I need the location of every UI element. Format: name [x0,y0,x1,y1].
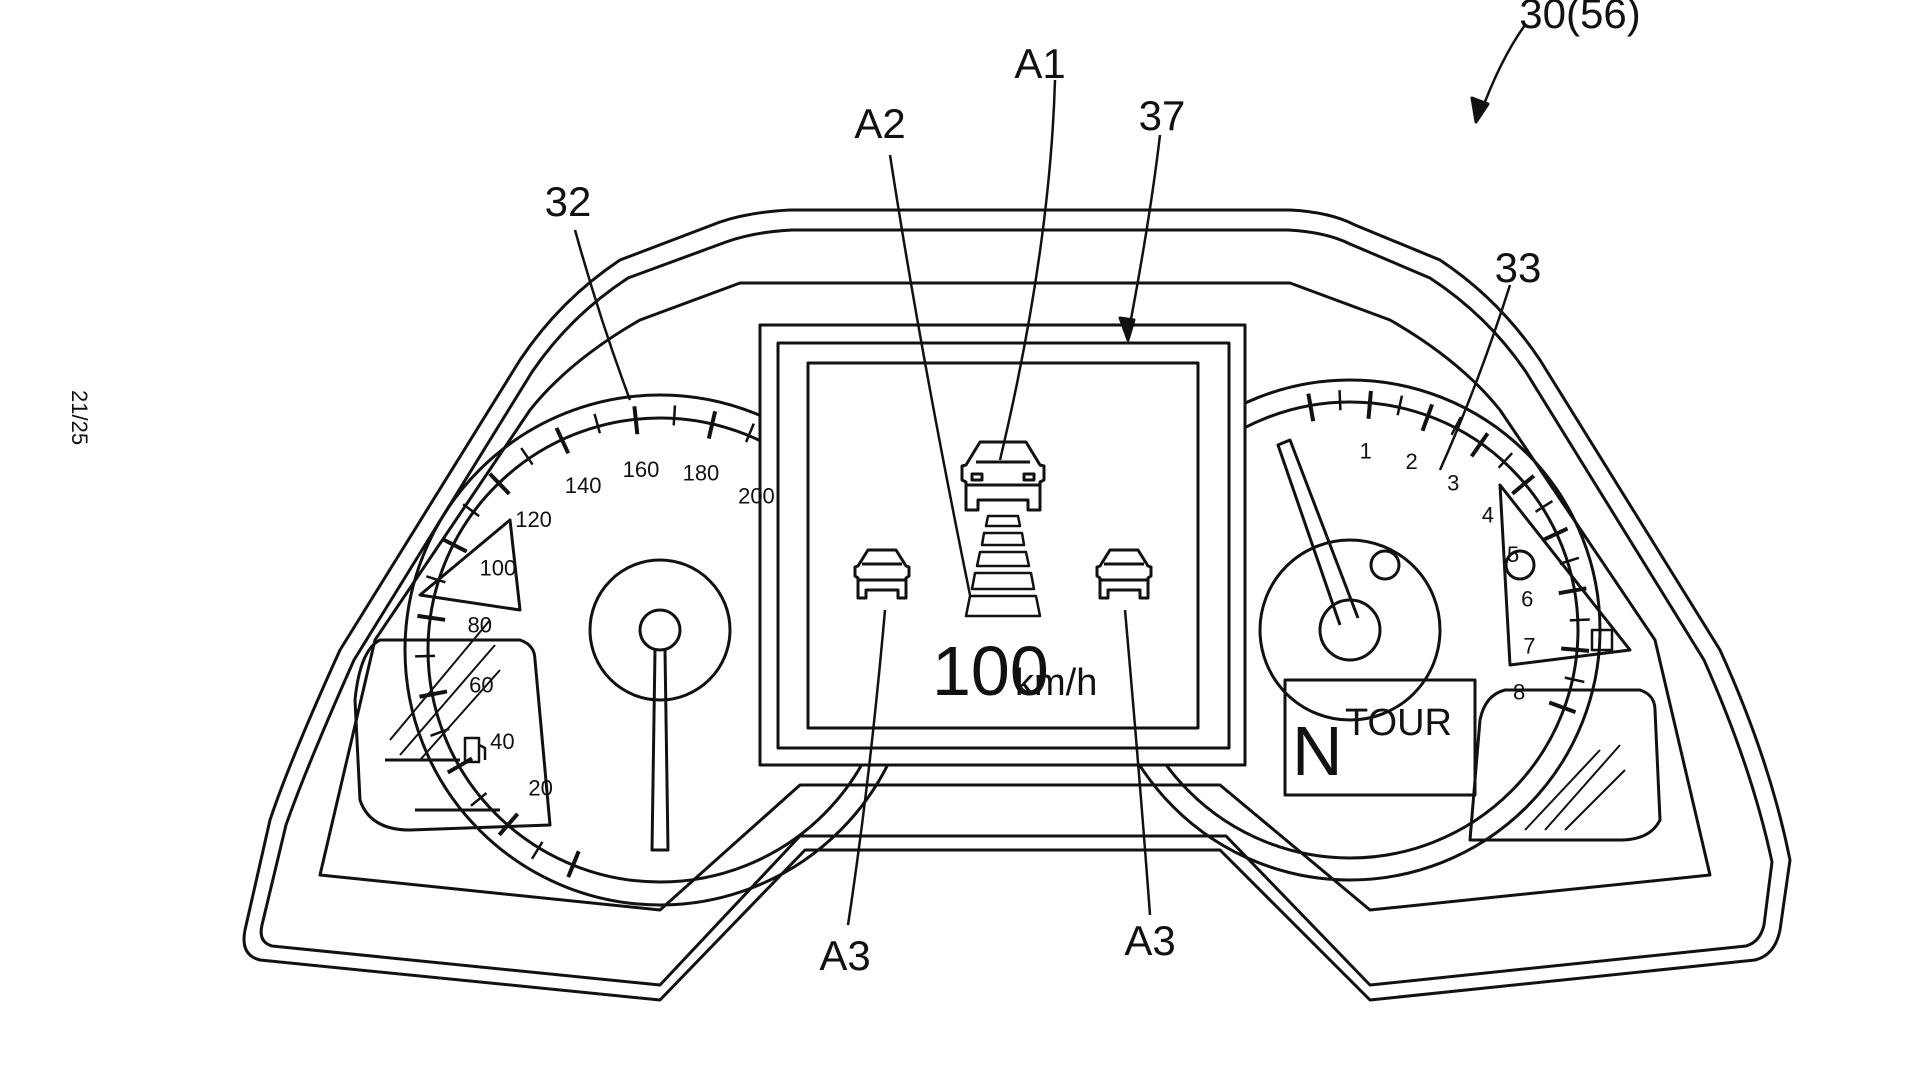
vehicle-left-icon [853,548,911,600]
tachometer-tick [1497,452,1514,469]
speedometer-tick-label: 180 [683,461,720,486]
speedometer-tick [744,423,755,443]
speedometer-tick-label: 80 [468,613,492,638]
label-a2: A2 [854,100,905,147]
tachometer-tick [1420,403,1434,432]
tachometer-tick [1541,526,1569,543]
housing-inner [259,228,1774,987]
vehicle-ahead-icon [960,440,1046,512]
tachometer-tick-label: 6 [1521,587,1533,612]
speedometer-tick-label: 160 [623,457,660,482]
tachometer-tick [1561,646,1590,653]
tachometer-tick-label: 5 [1507,542,1519,567]
speedometer-tick [520,447,534,466]
tachometer-tick [1306,393,1316,422]
speedometer-tick [554,427,571,455]
tachometer-tick [1366,390,1373,419]
label-tachometer-33: 33 [1495,244,1542,291]
tachometer-tick [1564,676,1585,684]
tachometer-tick [1396,395,1404,416]
tachometer-tick [1558,586,1587,596]
speed-readout-unit: km/h [1015,662,1097,704]
speedometer-tick [415,654,436,658]
right-triangle-panel [1498,483,1632,667]
speedometer-tick [425,575,446,584]
gear-mode-panel [1283,678,1477,797]
speedometer-tick [632,406,640,435]
label-speedometer-32: 32 [545,178,592,225]
tachometer-tick [1450,416,1462,436]
tachometer-tick-label: 2 [1405,449,1417,474]
tachometer-tick [1511,474,1536,496]
speedometer-tick [488,472,511,496]
vehicle-right-icon [1095,548,1153,600]
label-a1: A1 [1014,40,1065,87]
tachometer-tick-label: 7 [1523,634,1535,659]
speedometer-tick [566,850,581,878]
square-indicator-icon [1590,628,1614,652]
tachometer-tick-label: 3 [1447,471,1459,496]
speedometer-tick-label: 40 [490,729,514,754]
right-side-panel [1468,688,1662,842]
gear-indicator: N [1292,712,1343,790]
fuel-pump-icon [463,736,487,764]
left-side-panel [353,638,552,832]
tachometer-ticks [1306,390,1590,714]
label-a3-left: A3 [819,932,870,979]
speedometer-tick-label: 60 [469,673,493,698]
speedometer-tick-label: 140 [565,473,602,498]
speedometer-tick [470,792,488,807]
tachometer-tick [1534,499,1554,513]
speedometer-tick-labels: 20 40 60 80 100 120 140 160 180 200 [468,457,775,800]
speedometer-tick [706,410,718,440]
speedometer-tick [430,727,450,737]
tachometer-tick-label: 4 [1482,502,1494,527]
speedometer-tick [530,841,544,860]
tachometer-tick [1469,432,1490,458]
label-a3-right: A3 [1124,917,1175,964]
tachometer-tick [1548,700,1577,714]
tachometer-tick-label: 1 [1360,439,1372,464]
label-display-37: 37 [1139,92,1186,139]
speedometer-tick-label: 200 [738,484,775,509]
speedometer-tick [419,689,448,699]
speedometer-tick [593,413,602,434]
bezel [318,281,1712,912]
tachometer-tick [1559,556,1580,566]
arrowhead-37 [1118,316,1136,342]
riding-mode: TOUR [1345,702,1452,744]
speedometer-tick [417,613,446,622]
left-triangle-panel [418,518,522,612]
tachometer-tick-label: 8 [1513,680,1525,705]
speedometer-tick [440,536,468,554]
speedometer-tick [497,812,520,837]
label-assembly: 30(56) [1519,0,1640,37]
housing-outer [242,208,1792,1002]
tachometer-tick [1569,618,1590,622]
lane-distance-bars-icon [964,514,1042,618]
page-number: 21/25 [67,390,92,445]
speedometer-tick-label: 120 [515,507,552,532]
tachometer-tick [1338,390,1342,411]
arrowhead-assembly [1470,96,1490,124]
speedometer-tick [672,405,677,426]
speed-readout-value: 100 [932,632,1049,710]
speedometer-tick [462,503,480,518]
speedometer-tick-label: 100 [479,555,516,580]
leader-lines [573,24,1527,926]
speedometer-tick-label: 20 [528,775,552,800]
